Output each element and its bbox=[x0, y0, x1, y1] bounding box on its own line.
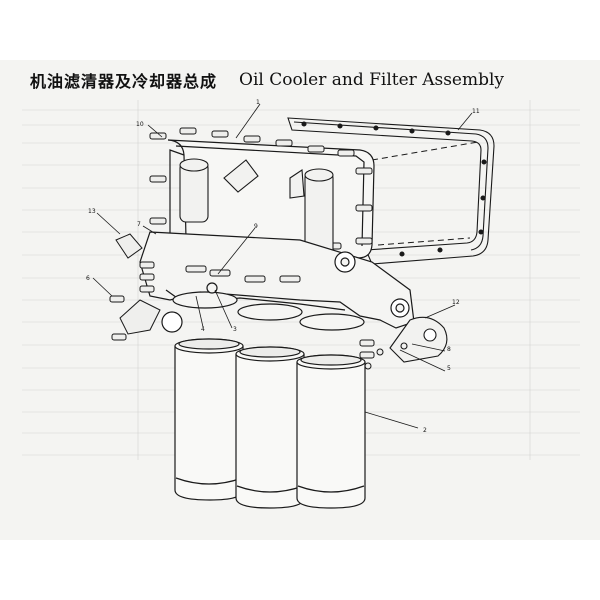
filter-head-manifold bbox=[139, 231, 415, 333]
callouts: 1 2 3 4 5 6 7 8 9 10 11 12 13 bbox=[86, 99, 480, 434]
callout-4: 4 bbox=[201, 326, 205, 333]
callout-2: 2 bbox=[423, 427, 427, 434]
left-fittings bbox=[109, 233, 384, 370]
callout-11: 11 bbox=[472, 108, 480, 115]
callout-10: 10 bbox=[136, 121, 144, 128]
outlet-flange bbox=[389, 316, 448, 363]
title-english: Oil Cooler and Filter Assembly bbox=[239, 70, 505, 90]
page-title: 机油滤清器及冷却器总成 Oil Cooler and Filter Assemb… bbox=[30, 68, 590, 92]
bottom-margin bbox=[0, 540, 600, 600]
leader-lines bbox=[92, 103, 473, 429]
callout-7: 7 bbox=[137, 221, 141, 228]
callout-6: 6 bbox=[86, 275, 90, 282]
alignment-dashes bbox=[371, 141, 479, 246]
filter-canister-middle bbox=[235, 346, 305, 509]
filter-canister-right bbox=[296, 354, 366, 509]
callout-12: 12 bbox=[452, 299, 460, 306]
filter-canister-left bbox=[174, 338, 244, 501]
callout-5: 5 bbox=[447, 365, 451, 372]
callout-1: 1 bbox=[256, 99, 260, 106]
callout-8: 8 bbox=[447, 346, 451, 353]
callout-9: 9 bbox=[254, 223, 258, 230]
callout-13: 13 bbox=[88, 208, 96, 215]
callout-3: 3 bbox=[233, 326, 237, 333]
tubes bbox=[179, 158, 334, 263]
title-chinese: 机油滤清器及冷却器总成 bbox=[30, 72, 218, 91]
top-margin bbox=[0, 0, 600, 60]
